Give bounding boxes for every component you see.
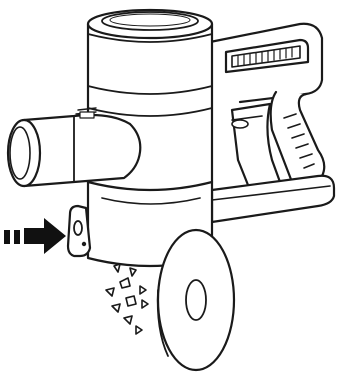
bin-door-open xyxy=(158,230,234,370)
inlet-nozzle xyxy=(8,108,140,186)
handle-assembly xyxy=(210,24,334,222)
release-latch-icon xyxy=(68,206,90,256)
arrow-right-icon xyxy=(4,218,66,254)
debris-icon xyxy=(106,264,148,334)
